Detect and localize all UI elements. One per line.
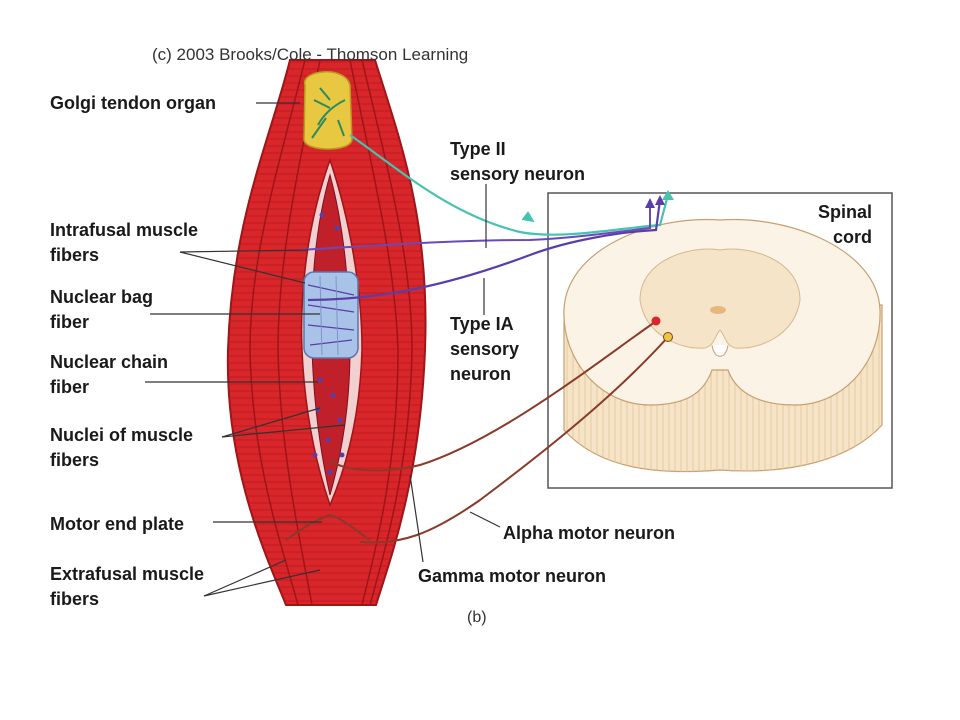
gamma-motor-neuron — [359, 332, 673, 544]
golgi-tendon-organ — [303, 71, 353, 150]
label-golgi-tendon-organ: Golgi tendon organ — [50, 93, 216, 113]
type-ia-sensory-neuron — [299, 195, 665, 302]
label-type-ii-sensory-neuron: Type II sensory neuron — [450, 139, 586, 184]
spinal-cord — [563, 218, 883, 473]
alpha-motor-neuron — [285, 316, 661, 541]
label-spinal-cord: Spinal cord — [818, 202, 873, 247]
label-intrafusal-fibers: Intrafusal muscle fibers — [50, 220, 199, 265]
label-extrafusal-fibers: Extrafusal muscle fibers — [50, 564, 205, 609]
label-nuclear-chain-fiber: Nuclear chain fiber — [50, 352, 169, 397]
label-nuclear-bag-fiber: Nuclear bag fiber — [50, 287, 154, 332]
label-gamma-motor-neuron: Gamma motor neuron — [418, 566, 607, 586]
type-ii-sensory-neuron — [349, 134, 674, 236]
label-nuclei-of-muscle-fibers: Nuclei of muscle fibers — [50, 425, 194, 470]
label-type-ia-sensory-neuron: Type IA sensory neuron — [450, 314, 520, 384]
copyright-text: (c) 2003 Brooks/Cole - Thomson Learning — [152, 45, 469, 64]
muscle-spindle — [303, 173, 359, 496]
part-label: (b) — [467, 609, 487, 626]
leader-lines — [145, 102, 501, 597]
label-motor-end-plate: Motor end plate — [50, 514, 184, 534]
label-alpha-motor-neuron: Alpha motor neuron — [503, 523, 675, 543]
